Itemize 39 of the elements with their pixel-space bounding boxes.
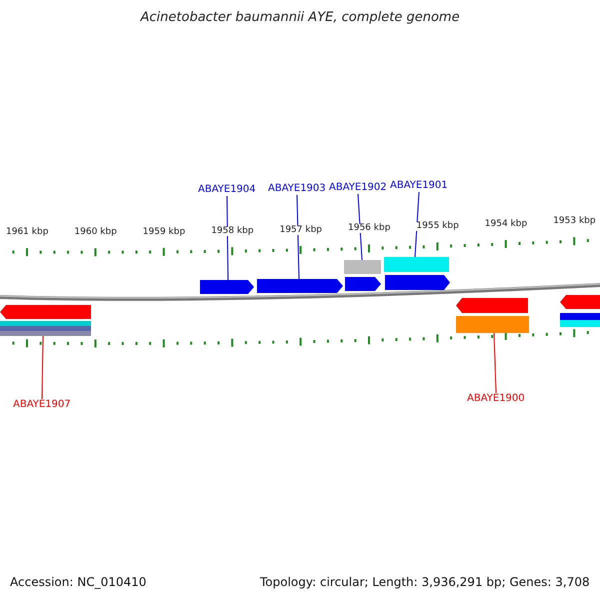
- scale-label: 1953 kbp: [553, 217, 596, 226]
- genome-info-text: Topology: circular; Length: 3,936,291 bp; Genes: 3,708: [260, 576, 590, 588]
- gene-block: [257, 279, 343, 293]
- gene-label: ABAYE1902: [329, 183, 387, 193]
- gene-block: [0, 326, 91, 331]
- leader-line: [358, 194, 362, 260]
- leader-line: [226, 196, 228, 280]
- scale-label: 1956 kbp: [348, 224, 390, 234]
- leader-line: [414, 192, 420, 258]
- scale-label: 1960 kbp: [74, 228, 117, 238]
- gene-block: [0, 331, 91, 336]
- scale-label: 1959 kbp: [142, 228, 186, 237]
- gene-block: [344, 260, 381, 274]
- scale-label: 1954 kbp: [484, 220, 528, 229]
- gene-block: [0, 321, 91, 326]
- leader-line: [296, 194, 300, 280]
- gene-block: [0, 305, 91, 319]
- gene-block: [385, 275, 450, 290]
- gene-label: ABAYE1907: [13, 400, 71, 410]
- scale-label: 1958 kbp: [211, 227, 254, 236]
- leader-line: [494, 332, 496, 394]
- gene-label: ABAYE1901: [390, 181, 448, 191]
- title: Acinetobacter baumannii AYE, complete genome: [140, 11, 460, 24]
- scale-label: 1961 kbp: [6, 228, 48, 238]
- leader-line: [42, 336, 44, 400]
- scale-label: 1957 kbp: [280, 226, 322, 235]
- gene-block: [384, 257, 449, 272]
- gene-block: [560, 295, 600, 309]
- accession-text: Accession: NC_010410: [10, 576, 146, 588]
- gene-label: ABAYE1900: [467, 394, 525, 404]
- gene-block: [456, 298, 528, 313]
- gene-block: [560, 320, 600, 327]
- scale-label: 1955 kbp: [416, 222, 459, 232]
- gene-block: [456, 316, 529, 333]
- gene-block: [200, 280, 254, 294]
- gene-block: [345, 277, 381, 291]
- gene-label: ABAYE1903: [268, 184, 326, 194]
- gene-label: ABAYE1904: [198, 185, 256, 195]
- gene-block: [560, 313, 600, 320]
